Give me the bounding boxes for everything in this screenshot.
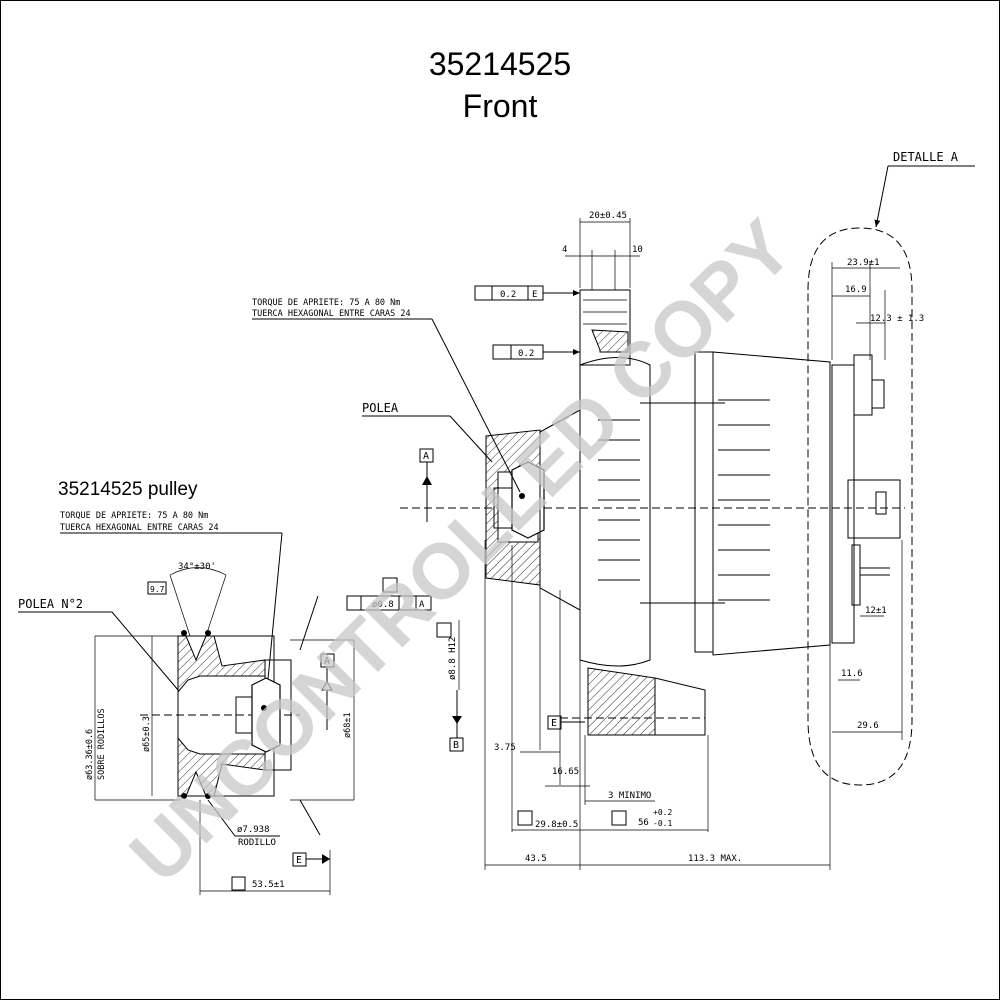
dim-113-3: 113.3 MAX. [688, 854, 742, 864]
tolerance-flatness: 0.2 [500, 290, 516, 300]
pulley-detail-view: TORQUE DE APRIETE: 75 A 80 Nm TUERCA HEX… [18, 511, 355, 895]
cooling-fins-front [598, 419, 640, 581]
detail-a-view: DETALLE A 23.9±1 16.9 12.3 ± 1.3 12±1 11… [807, 150, 975, 786]
dim-16-9: 16.9 [845, 285, 867, 295]
datum-e-pulley: E [296, 855, 302, 866]
dim-56-tol-up: +0.2 [653, 808, 672, 817]
position-tolerance: ø0.8 [372, 600, 394, 610]
dim-angle: 34°±30' [178, 562, 216, 572]
sobre-rodillos-label: SOBRE RODILLOS [97, 708, 107, 780]
dim-10: 10 [632, 245, 643, 255]
dim-9-7: 9.7 [150, 585, 165, 594]
dim-68: ø68±1 [343, 712, 353, 738]
torque-note2-line1: TORQUE DE APRIETE: 75 A 80 Nm [60, 511, 208, 521]
dim-20: 20±0.45 [589, 211, 627, 221]
datum-e-ref: E [532, 290, 537, 300]
dim-63-36: ø63.36±0.6 [85, 729, 95, 780]
dim-12: 12±1 [865, 606, 887, 616]
uncontrolled-copy-watermark: UNCONTROLLED COPY [113, 203, 810, 900]
dim-56-tol-dn: -0.1 [653, 819, 672, 828]
datum-a-main: A [423, 451, 429, 462]
polea-n2-label: POLEA N°2 [18, 597, 83, 611]
dim-53-5: 53.5±1 [252, 880, 285, 890]
datum-b: B [453, 740, 459, 751]
torque-note-line2: TUERCA HEXAGONAL ENTRE CARAS 24 [252, 309, 411, 319]
dim-65: ø65±0.3 [142, 716, 152, 752]
datum-a-pulley: A [324, 656, 330, 667]
datum-a-ref: A [419, 600, 425, 610]
dim-56: 56 [638, 818, 649, 828]
alternator-view: A B E TORQUE DE APRIETE: 75 A 80 Nm TUER… [252, 211, 831, 870]
view-title: Front [463, 88, 538, 124]
dim-bore: ø8.8 H12 [448, 637, 458, 680]
dim-16-65: 16.65 [552, 767, 579, 777]
torque-note2-line2: TUERCA HEXAGONAL ENTRE CARAS 24 [60, 523, 219, 533]
detalle-a-label: DETALLE A [893, 150, 959, 164]
dim-11-6: 11.6 [841, 669, 863, 679]
part-number-title: 35214525 [429, 46, 571, 82]
polea-label: POLEA [362, 401, 399, 415]
pulley-title: 35214525 pulley [58, 479, 198, 500]
dim-7-938: ø7.938 [237, 825, 270, 835]
dim-12-3: 12.3 ± 1.3 [870, 314, 924, 324]
dim-29-8: 29.8±0.5 [535, 820, 578, 830]
dim-23-9: 23.9±1 [847, 258, 880, 268]
dim-29-6: 29.6 [857, 721, 879, 731]
datum-e-main: E [551, 718, 557, 729]
torque-note-line1: TORQUE DE APRIETE: 75 A 80 Nm [252, 298, 400, 308]
dim-4: 4 [562, 245, 567, 255]
cooling-fins-rear [718, 399, 770, 601]
rodillo-label: RODILLO [238, 838, 276, 848]
dim-3-75: 3.75 [494, 743, 516, 753]
tolerance-parallel: 0.2 [518, 349, 534, 359]
dim-43-5: 43.5 [525, 854, 547, 864]
minimo-label: 3 MINIMO [608, 791, 651, 801]
